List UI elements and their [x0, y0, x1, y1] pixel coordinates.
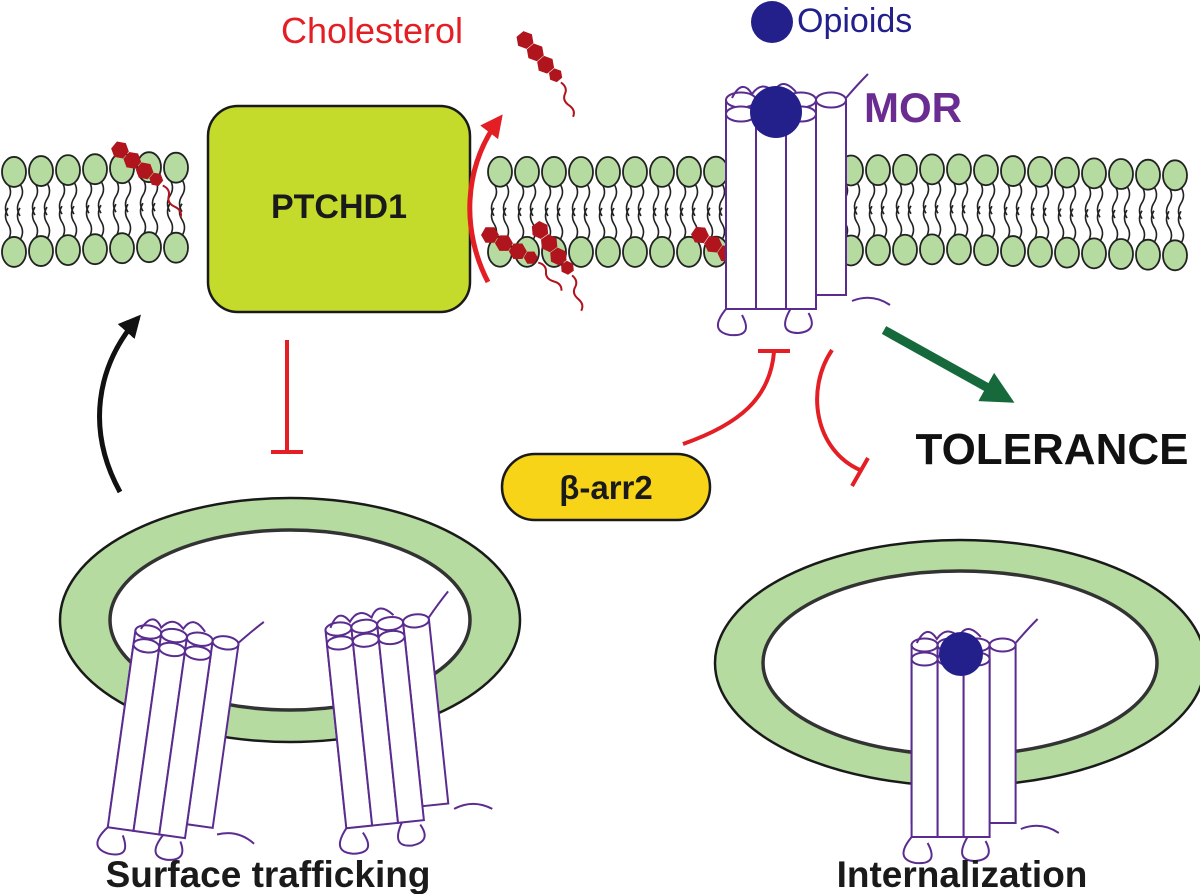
cholesterol-efflux-arrow	[467, 114, 503, 284]
ptchd1-protein: PTCHD1	[206, 104, 472, 314]
opioids-label: Opioids	[797, 2, 912, 40]
barr2-protein: β-arr2	[500, 452, 712, 522]
internalization-inhibition-curve	[815, 348, 870, 487]
ptchd1-inhibition-bar	[271, 340, 303, 454]
surface-trafficking-arrow	[97, 314, 141, 494]
internalized-opioid-icon	[939, 632, 983, 676]
internalization-label: Internalization	[837, 854, 1088, 894]
opioid-legend-icon	[751, 1, 793, 43]
mor-receptor-vesicle-left-2	[324, 590, 493, 855]
bound-opioid-icon	[750, 86, 802, 138]
mor-label: MOR	[864, 84, 962, 131]
barr2-label: β-arr2	[559, 469, 653, 506]
tolerance-label: TOLERANCE	[916, 425, 1189, 474]
barr2-inhibition-curve	[682, 349, 790, 446]
surface-trafficking-label: Surface trafficking	[106, 854, 431, 894]
tolerance-arrow	[881, 326, 1015, 403]
ptchd1-label: PTCHD1	[271, 188, 407, 226]
cholesterol-label: Cholesterol	[281, 10, 463, 51]
mor-receptor-vesicle-left-1	[96, 618, 265, 861]
